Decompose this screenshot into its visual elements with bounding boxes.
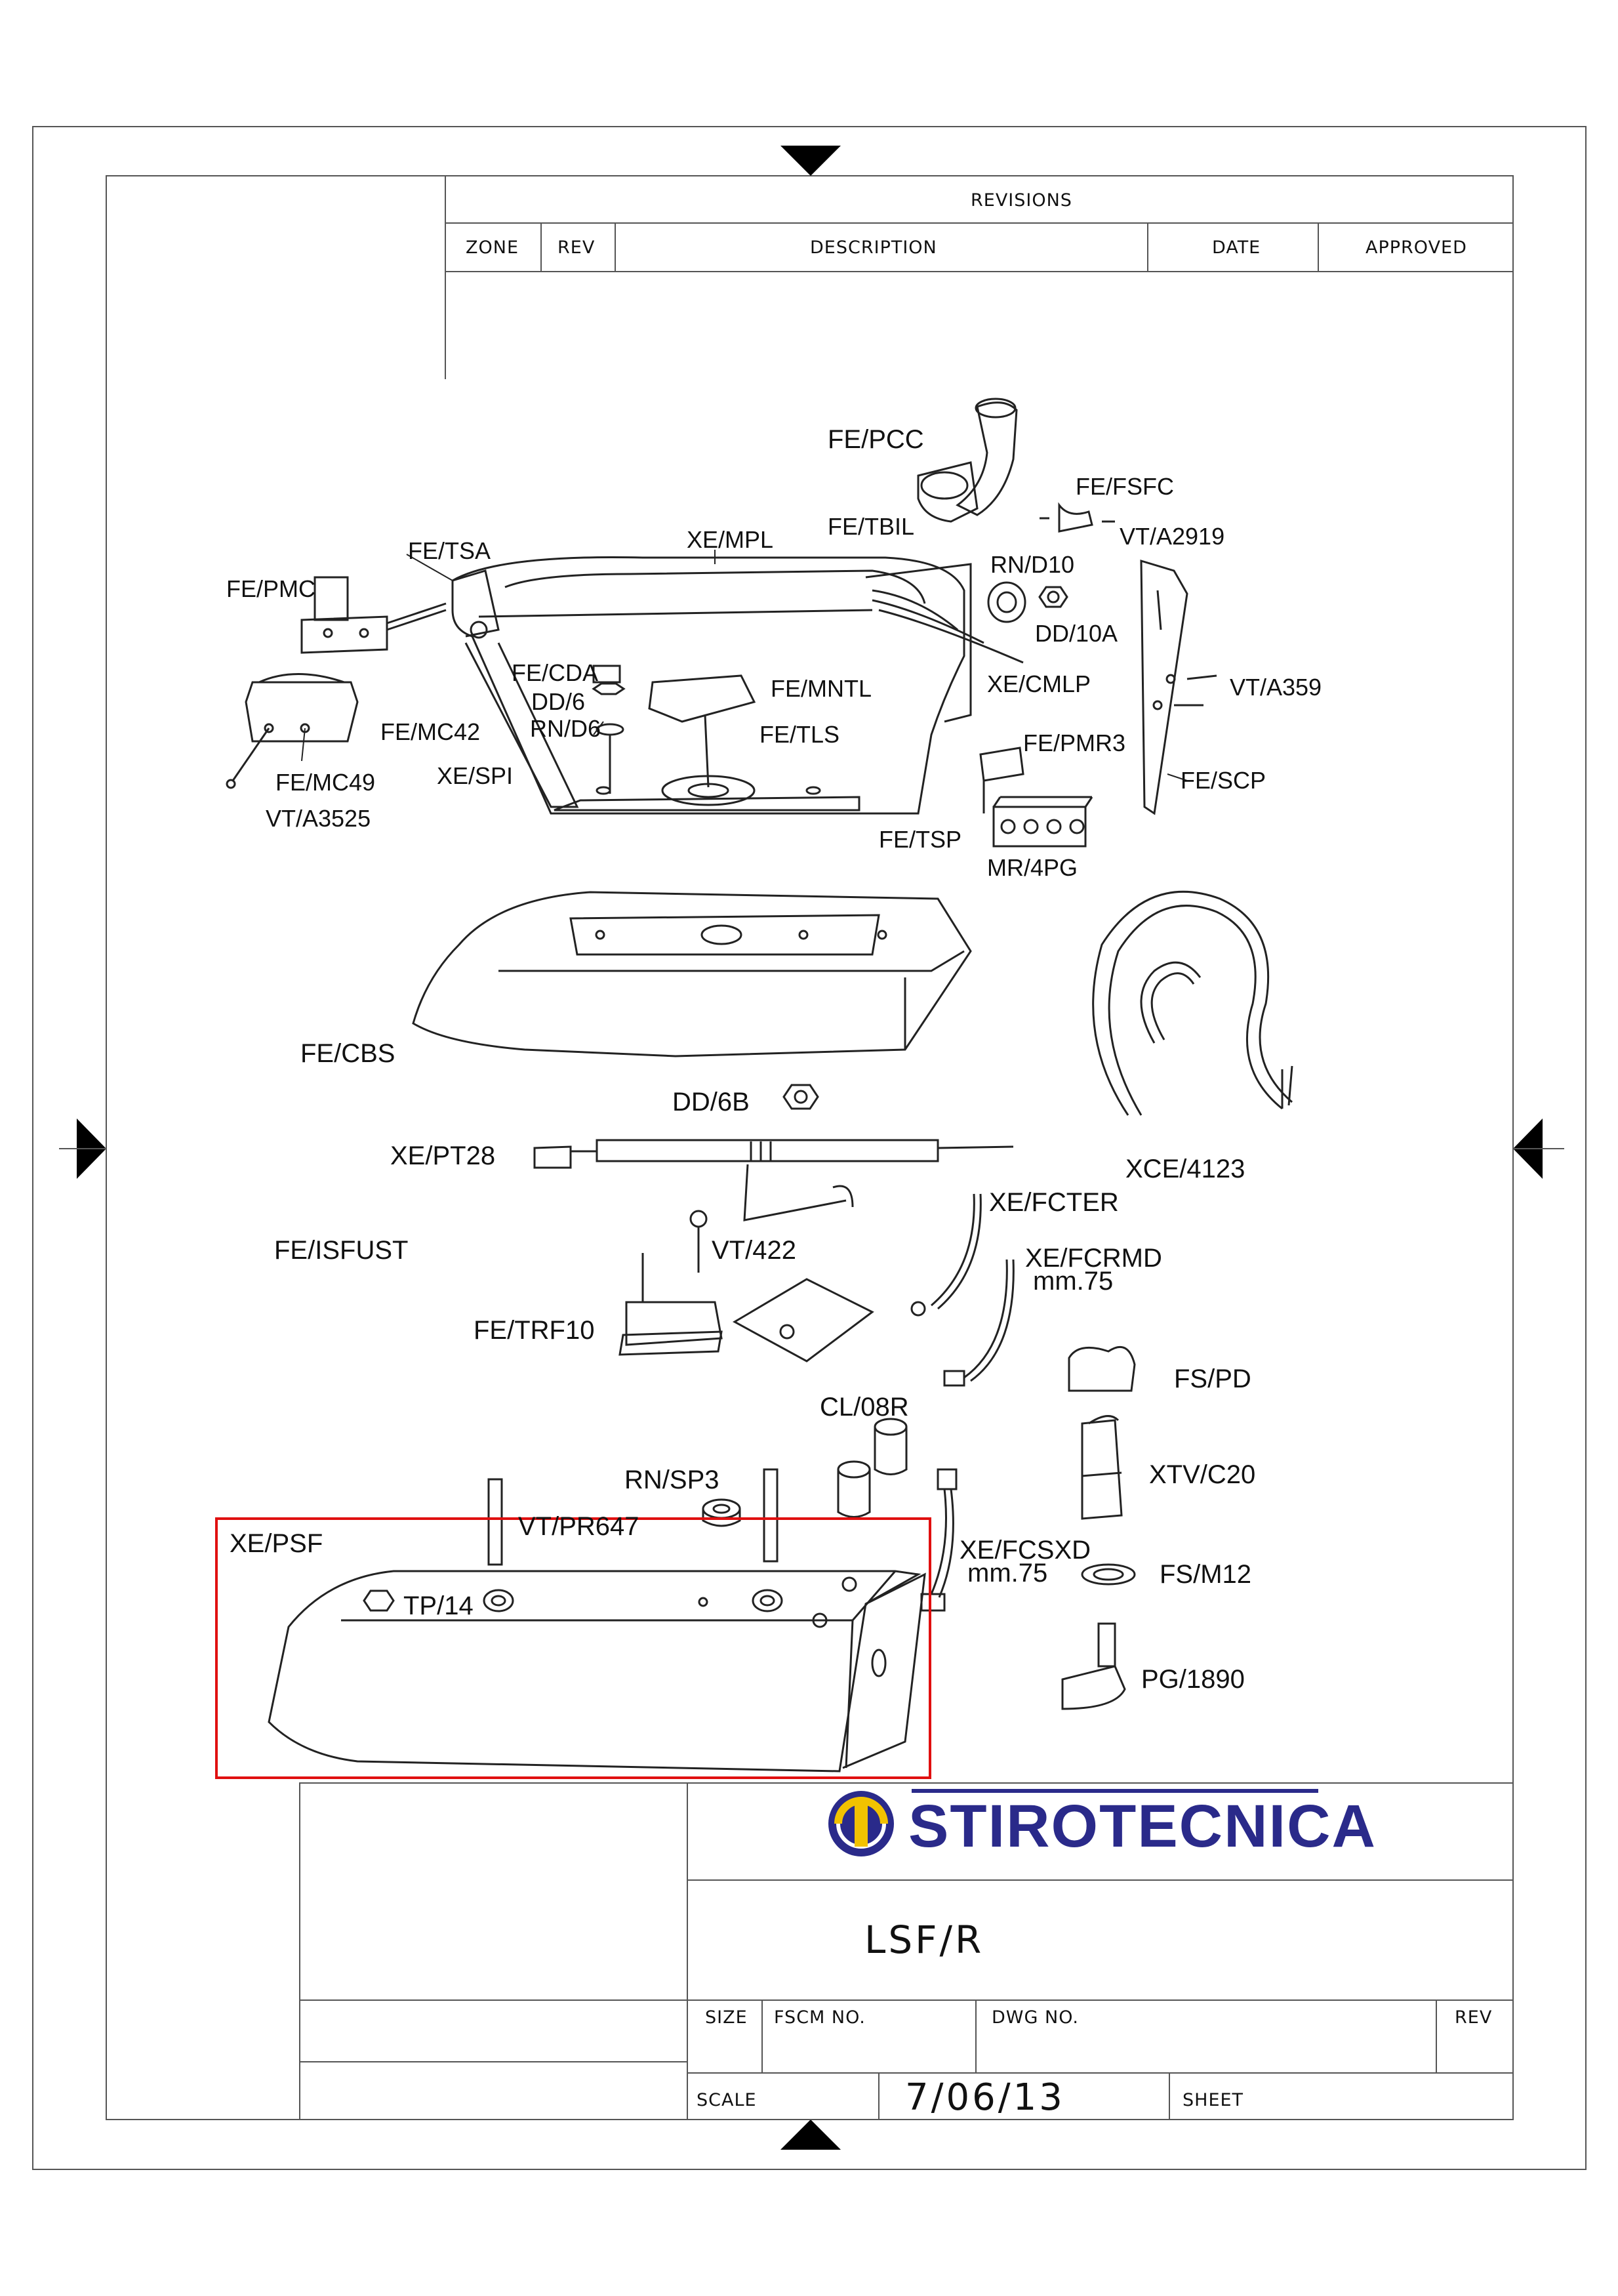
label-rn-d6: RN/D6 (530, 715, 601, 742)
base-plate-psf-drawing (268, 1570, 926, 1773)
rev-label: REV (1455, 2007, 1493, 2028)
drawing-date: 7/06/13 (905, 2076, 1065, 2119)
revisions-table-lines (445, 176, 1513, 379)
label-fe-pmr3: FE/PMR3 (1023, 729, 1126, 756)
label-vt-a359: VT/A359 (1230, 674, 1322, 701)
label-vt-422: VT/422 (712, 1236, 796, 1265)
label-fe-trf10: FE/TRF10 (474, 1316, 595, 1345)
cover-shell-drawing (412, 891, 972, 1057)
label-dd-6b: DD/6B (672, 1088, 750, 1117)
lower-right-parts-drawing (920, 1468, 1136, 1710)
label-xe-mpl: XE/MPL (687, 526, 774, 553)
label-cl-08r: CL/08R (820, 1393, 909, 1422)
label-vt-a3525: VT/A3525 (266, 805, 371, 832)
label-fe-cbs: FE/CBS (300, 1039, 395, 1068)
label-fe-mc49: FE/MC49 (275, 769, 376, 796)
scale-label: SCALE (697, 2090, 757, 2110)
drawing-title: LSF/R (864, 1917, 984, 1962)
label-dd-6: DD/6 (531, 688, 586, 715)
revisions-col-description: DESCRIPTION (810, 237, 937, 258)
label-rn-sp3: RN/SP3 (624, 1466, 719, 1494)
cord-guard-drawing (917, 398, 1018, 523)
label-fs-pd: FS/PD (1174, 1364, 1251, 1393)
fscm-label: FSCM NO. (774, 2007, 866, 2028)
brand-name: STIROTECNICA (908, 1793, 1377, 1860)
insulating-pad-drawing (732, 1278, 874, 1363)
label-tp-14: TP/14 (403, 1591, 474, 1620)
label-fe-tsa: FE/TSA (408, 537, 491, 564)
terminal-block-drawing (979, 747, 1093, 848)
label-fe-mntl: FE/MNTL (771, 675, 872, 702)
rear-plate-drawing (1140, 559, 1217, 815)
label-vt-pr647: VT/PR647 (518, 1512, 639, 1541)
label-fe-isfust: FE/ISFUST (274, 1236, 409, 1265)
brand-logo-icon (828, 1791, 894, 1856)
label-xe-fcsxd: XE/FCSXD (960, 1536, 1091, 1565)
power-cord-drawing (1092, 890, 1293, 1116)
ring-nut-drawing (987, 581, 1068, 623)
label-fs-m12: FS/M12 (1160, 1560, 1252, 1589)
revisions-col-date: DATE (1212, 237, 1261, 258)
iron-body-drawing (451, 556, 1024, 815)
dwg-label: DWG NO. (992, 2007, 1079, 2028)
thermostat-drawing (618, 1210, 723, 1356)
label-fe-tls: FE/TLS (759, 721, 840, 748)
label-vt-a2919: VT/A2919 (1120, 523, 1225, 550)
label-fe-cda: FE/CDA (512, 659, 599, 686)
fs-pd-clip-drawing (1068, 1345, 1136, 1392)
label-rn-d10: RN/D10 (990, 551, 1075, 578)
outer-frame (32, 126, 1587, 2170)
label-fe-fsfc: FE/FSFC (1076, 473, 1174, 500)
sheet-label: SHEET (1183, 2090, 1244, 2110)
label-fe-pmc: FE/PMC (226, 575, 316, 602)
label-xe-psf: XE/PSF (230, 1529, 323, 1558)
title-block-lines (299, 1782, 1514, 2120)
label-pg-1890: PG/1890 (1141, 1665, 1245, 1694)
fsfc-clip-drawing (1040, 502, 1115, 533)
label-dd-10a: DD/10A (1035, 620, 1118, 647)
revisions-col-zone: ZONE (466, 237, 519, 258)
size-label: SIZE (705, 2007, 748, 2028)
label-fe-scp: FE/SCP (1181, 767, 1266, 794)
arrow-bottom (780, 2120, 841, 2150)
label-xe-cmlp: XE/CMLP (987, 670, 1091, 697)
revisions-col-approved: APPROVED (1365, 237, 1467, 258)
sleeve-drawing (1081, 1415, 1123, 1520)
internal-wires-drawing (910, 1193, 1015, 1387)
highlight-box (215, 1517, 931, 1779)
label-xce-4123: XCE/4123 (1125, 1155, 1245, 1183)
label-xe-fcrmd: XE/FCRMD (1025, 1244, 1162, 1273)
label-fe-tsp: FE/TSP (879, 826, 962, 853)
label-xe-fcsxd-size: mm.75 (967, 1559, 1048, 1588)
label-xe-fcrmd-size: mm.75 (1033, 1267, 1114, 1296)
heating-element-drawing (533, 1139, 1014, 1221)
label-fe-mc42: FE/MC42 (380, 718, 481, 745)
label-xe-pt28: XE/PT28 (390, 1141, 496, 1170)
nut-dd6b-icon (782, 1084, 819, 1110)
revisions-heading: REVISIONS (971, 190, 1072, 211)
arrow-top (780, 146, 841, 176)
label-fe-tbil: FE/TBIL (828, 513, 915, 540)
label-xtv-c20: XTV/C20 (1149, 1460, 1256, 1489)
label-mr-4pg: MR/4PG (987, 854, 1078, 881)
revisions-col-rev: REV (557, 237, 596, 258)
leader-lines (301, 550, 1188, 781)
label-xe-fcter: XE/FCTER (989, 1188, 1119, 1217)
label-fe-pcc: FE/PCC (828, 425, 924, 454)
label-xe-spi: XE/SPI (437, 762, 514, 789)
connector-parts-drawing (226, 576, 447, 789)
